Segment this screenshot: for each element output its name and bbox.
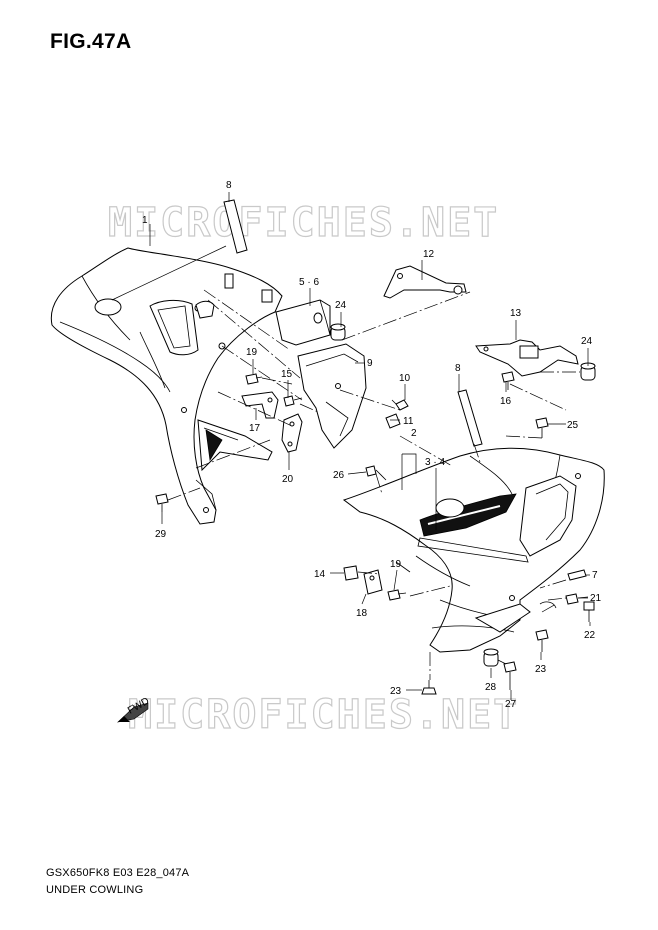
- callout-24: 24: [335, 300, 347, 311]
- part-7-trim: [567, 569, 587, 581]
- assembly-lines: [167, 289, 580, 680]
- part-17-bracket: [241, 391, 279, 419]
- callout-16: 16: [500, 396, 512, 407]
- callout-15: 15: [281, 369, 293, 380]
- callout-7: 7: [592, 570, 598, 581]
- callout-5-6: 5 · 6: [299, 277, 319, 288]
- part-8-strip-right: [457, 389, 483, 447]
- watermark-bottom: MICROFICHES.NET: [128, 692, 519, 738]
- callout-21: 21: [590, 593, 602, 604]
- part-19-screw-right: [387, 589, 407, 601]
- part-12-bracket: [383, 265, 467, 299]
- leader-lines: [111, 192, 591, 700]
- part-28-grommet: [483, 648, 499, 667]
- right-under-cowling: [342, 447, 605, 653]
- callout-23-bottom: 23: [390, 686, 402, 697]
- part-9-inner-panel: [297, 343, 367, 449]
- fwd-arrow-icon: [117, 702, 149, 723]
- callout-14: 14: [314, 569, 326, 580]
- figure-title: FIG.47A: [50, 30, 132, 53]
- callout-25: 25: [567, 420, 579, 431]
- callout-22: 22: [584, 630, 596, 641]
- part-8-strip-left: [223, 199, 248, 254]
- left-under-cowling: [50, 247, 283, 525]
- part-13-bracket: [475, 339, 579, 377]
- model-code: GSX650FK8 E03 E28_047A: [46, 867, 190, 879]
- callout-labels: 1 8 12 5 · 6 24 9 19 15 10 17 11 20 2 3 …: [142, 180, 602, 710]
- callout-19-right: 19: [390, 559, 402, 570]
- callout-2: 2: [411, 428, 417, 439]
- part-26-screw: [365, 465, 387, 481]
- callout-29: 29: [155, 529, 167, 540]
- callout-10: 10: [399, 373, 411, 384]
- cowling-vent-hole-right: [435, 498, 465, 518]
- watermark-top: MICROFICHES.NET: [108, 200, 499, 246]
- part-25-screw: [535, 417, 549, 438]
- part-22-bolt: [583, 601, 595, 622]
- part-19-screw-left: [245, 373, 263, 385]
- callout-11: 11: [403, 416, 414, 427]
- part-24-grommet-left: [330, 323, 346, 341]
- callout-27: 27: [505, 699, 517, 710]
- part-23-clip-bottom: [421, 680, 437, 695]
- figure-name: UNDER COWLING: [46, 884, 144, 896]
- callout-3-4: 3 · 4: [425, 457, 445, 468]
- callout-20: 20: [282, 474, 294, 485]
- callout-24-right: 24: [581, 336, 593, 347]
- part-18-bracket: [363, 569, 383, 595]
- part-11-clip: [385, 413, 401, 429]
- part-16-bolt: [501, 371, 515, 390]
- callout-28: 28: [485, 682, 497, 693]
- cowling-vent-hole: [94, 298, 122, 316]
- callout-8: 8: [226, 180, 232, 191]
- callout-19: 19: [246, 347, 258, 358]
- callout-23-right: 23: [535, 664, 547, 675]
- part-24-grommet-right: [580, 362, 596, 381]
- callout-8-right: 8: [455, 363, 461, 374]
- callout-1: 1: [142, 215, 148, 226]
- part-20-bracket: [281, 413, 303, 453]
- part-23-clip-right: [535, 629, 549, 652]
- part-15-bolt: [283, 395, 303, 407]
- callout-26: 26: [333, 470, 345, 481]
- part-14-clip: [343, 565, 359, 581]
- part-29-screw: [155, 493, 169, 512]
- callout-13: 13: [510, 308, 522, 319]
- part-10-bolt: [391, 399, 409, 411]
- part-27-screw: [503, 661, 517, 690]
- callout-18: 18: [356, 608, 368, 619]
- callout-17: 17: [249, 423, 261, 434]
- callout-9: 9: [367, 358, 373, 369]
- callout-12: 12: [423, 249, 435, 260]
